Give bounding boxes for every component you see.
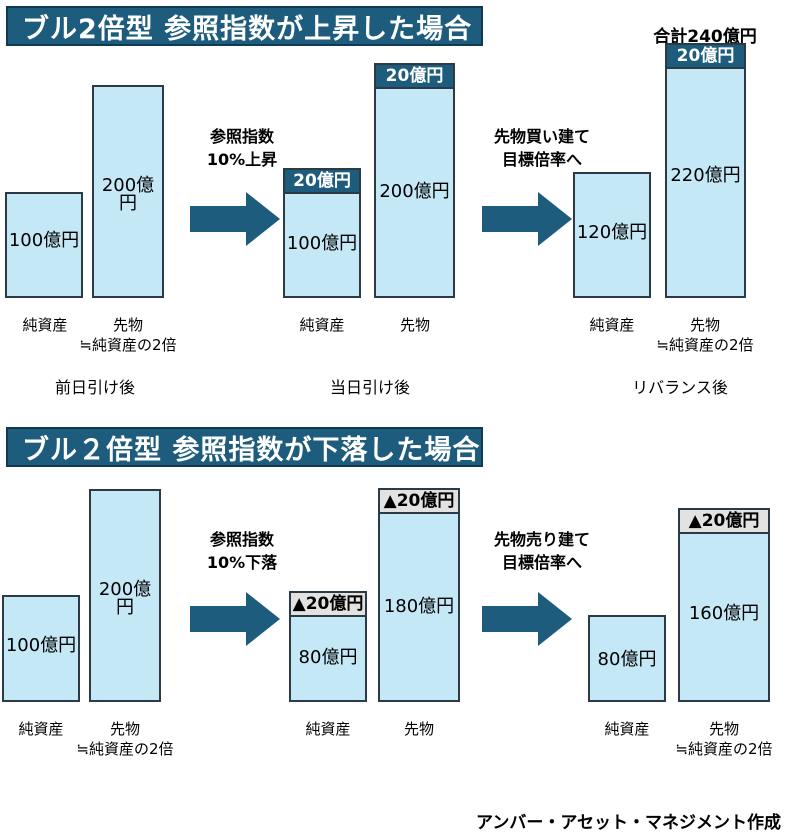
bar-caption-line1: 先物 — [689, 316, 720, 334]
bar-value-label: 100億円 — [8, 230, 80, 251]
bar-caption-line2: ≒純資産の2倍 — [79, 336, 177, 355]
bar-value-label: 80億円 — [597, 649, 657, 670]
bar-caption-net-assets-s2-g1: 純資産 — [18, 720, 64, 738]
bar-net-assets-s2-g2: ▲20億円 80億円 — [289, 591, 367, 702]
arrow-note-s1-2: 先物買い建て 目標倍率へ — [493, 127, 590, 170]
footer-credit: アンバー・アセット・マネジメント作成 — [476, 813, 781, 833]
bar-value-label: 200億円 — [379, 181, 450, 202]
bar-futures-s2-g3: ▲20億円 160億円 — [678, 508, 770, 702]
bar-value-label: 160億円 — [688, 603, 760, 624]
bar-net-assets-s1-g1: 100億円 — [5, 192, 83, 298]
arrow-right-icon-s1-1 — [190, 192, 280, 246]
bar-value-label: 80億円 — [298, 647, 358, 668]
bar-cap-loss-label: ▲20億円 — [680, 510, 768, 534]
bar-value-label: 120億円 — [576, 222, 648, 243]
arrow-right-icon-s2-1 — [190, 592, 280, 646]
bar-value-label: 220億円 — [670, 165, 741, 186]
bar-cap-loss-label: ▲20億円 — [380, 490, 458, 514]
bar-futures-s1-g3: 20億円 220億円 — [665, 43, 746, 298]
bar-caption-futures-s1-g1: 先物 ≒純資産の2倍 — [78, 315, 178, 356]
bar-value-label: 180億円 — [383, 596, 455, 617]
bar-net-assets-s2-g1: 100億円 — [2, 595, 80, 702]
bar-futures-s1-g2: 20億円 200億円 — [374, 63, 455, 298]
bar-futures-s2-g2: ▲20億円 180億円 — [378, 488, 460, 702]
arrow-right-icon-s1-2 — [482, 192, 572, 246]
arrow-note-s2-1: 参照指数 10%下落 — [206, 530, 278, 573]
arrow-note-s2-2: 先物売り建て 目標倍率へ — [493, 530, 590, 573]
bar-cap-gain-label: 20億円 — [667, 45, 744, 69]
bar-value-label: 100億円 — [5, 635, 77, 656]
group-caption-s1-g1: 前日引け後 — [54, 378, 135, 397]
bar-caption-futures-s1-g3: 先物 ≒純資産の2倍 — [655, 315, 755, 356]
bar-net-assets-s1-g3: 120億円 — [573, 172, 651, 298]
bar-cap-gain-label: 20億円 — [285, 170, 359, 194]
bar-value-label: 200億円 — [101, 175, 155, 214]
section-title-bull-down: ブル２倍型 参照指数が下落した場合 — [6, 427, 483, 467]
bar-caption-net-assets-s2-g2: 純資産 — [305, 720, 351, 738]
arrow-right-icon-s2-2 — [482, 592, 572, 646]
bar-caption-net-assets-s2-g3: 純資産 — [604, 720, 650, 738]
bar-caption-net-assets-s1-g3: 純資産 — [589, 316, 635, 334]
bar-value-label: 100億円 — [286, 233, 358, 254]
group-caption-s1-g2: 当日引け後 — [329, 378, 410, 397]
bar-caption-futures-s2-g1: 先物 ≒純資産の2倍 — [75, 719, 175, 760]
bar-net-assets-s2-g3: 80億円 — [588, 615, 666, 702]
bar-caption-futures-s2-g3: 先物 ≒純資産の2倍 — [674, 719, 774, 760]
total-label-s1-g3: 合計240億円 — [653, 27, 757, 47]
bar-caption-net-assets-s1-g2: 純資産 — [299, 316, 345, 334]
bar-caption-futures-s2-g2: 先物 — [403, 720, 434, 738]
bar-caption-futures-s1-g2: 先物 — [399, 316, 430, 334]
bar-caption-line1: 先物 — [708, 720, 739, 738]
bar-cap-gain-label: 20億円 — [376, 65, 453, 89]
bar-caption-net-assets-s1-g1: 純資産 — [22, 316, 68, 334]
bar-futures-s2-g1: 200億円 — [89, 489, 161, 702]
bar-caption-line1: 先物 — [109, 720, 140, 738]
bar-net-assets-s1-g2: 20億円 100億円 — [283, 168, 361, 298]
bar-caption-line2: ≒純資産の2倍 — [675, 740, 773, 759]
bar-caption-line2: ≒純資産の2倍 — [656, 336, 754, 355]
arrow-note-s1-1: 参照指数 10%上昇 — [206, 127, 278, 170]
bar-cap-loss-label: ▲20億円 — [291, 593, 365, 617]
bar-caption-line1: 先物 — [112, 316, 143, 334]
bar-futures-s1-g1: 200億円 — [92, 85, 164, 298]
section-title-bull-up: ブル2倍型 参照指数が上昇した場合 — [6, 6, 483, 46]
bar-caption-line2: ≒純資産の2倍 — [76, 740, 174, 759]
bar-value-label: 200億円 — [98, 579, 152, 618]
group-caption-s1-g3: リバランス後 — [632, 378, 728, 397]
